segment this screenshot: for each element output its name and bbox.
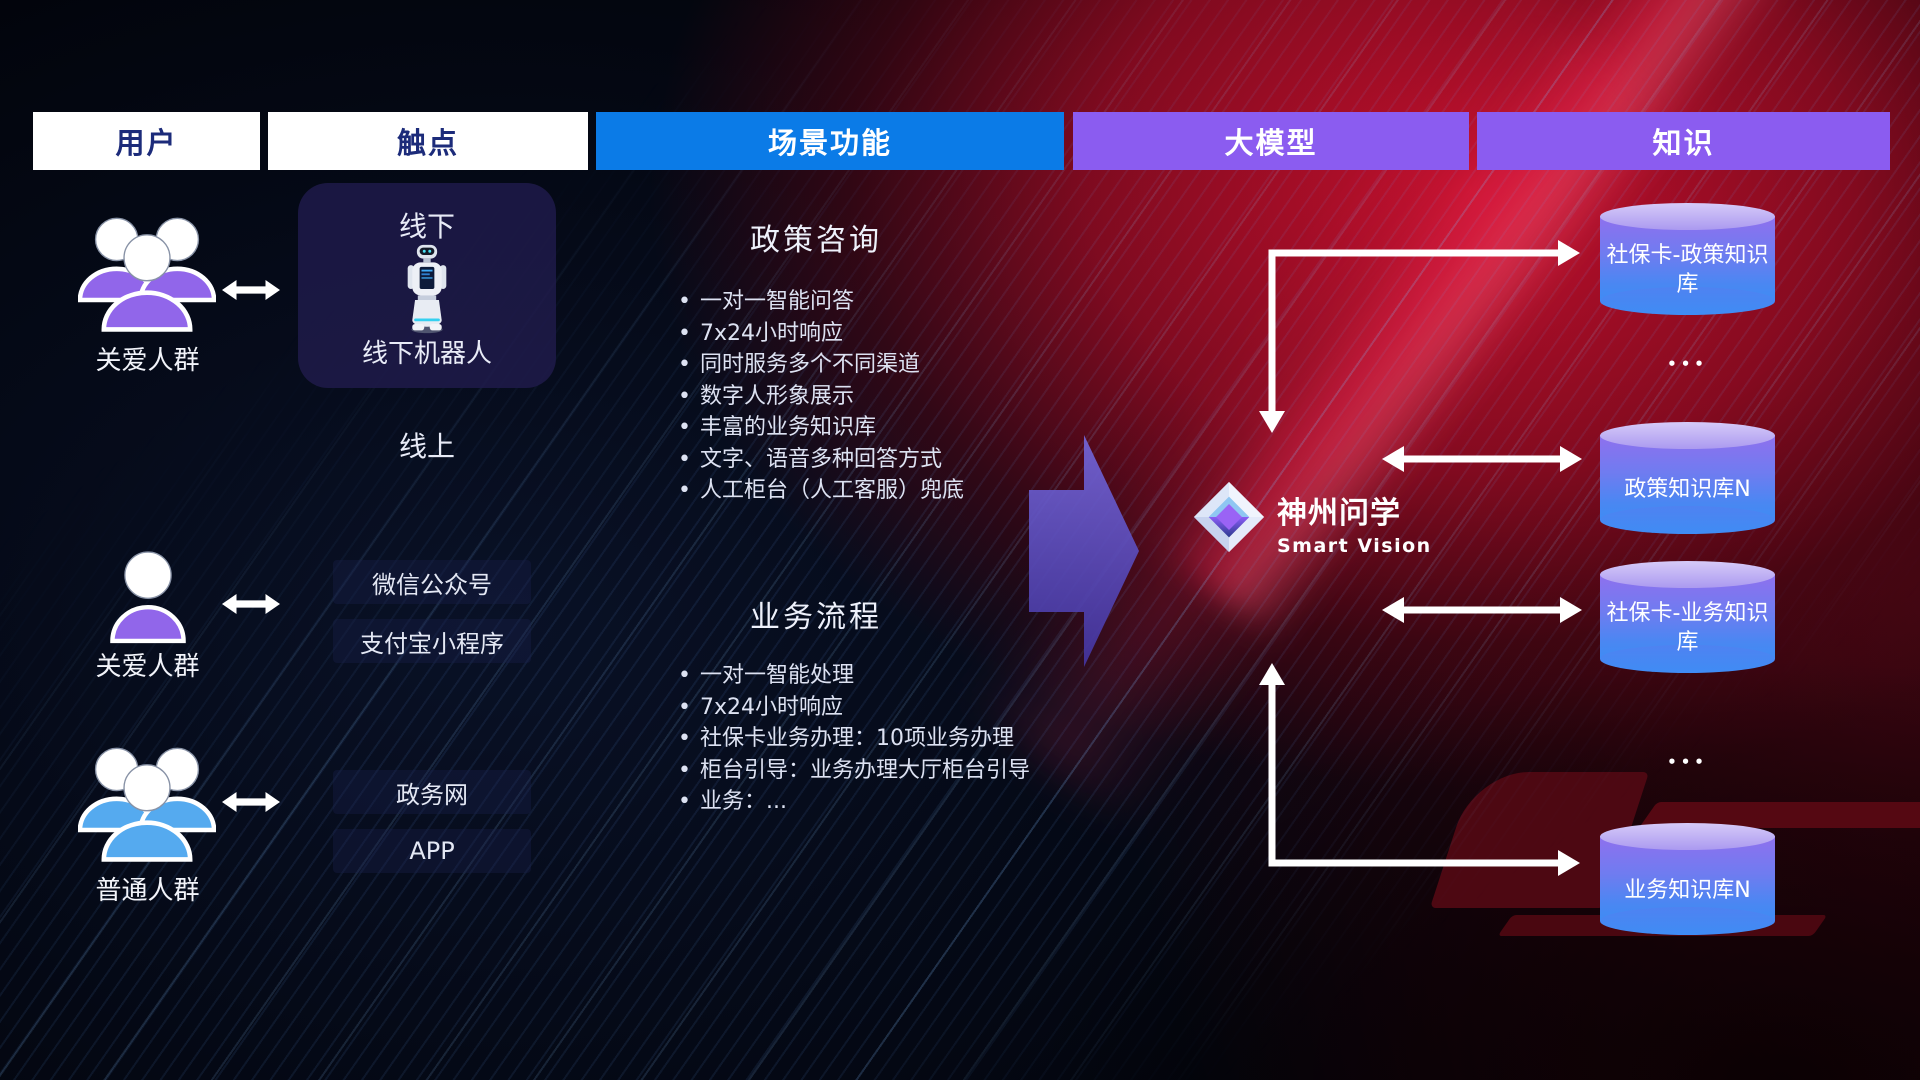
bullet-item: 一对一智能处理 [676,660,1030,692]
cylinder-bottom [1600,645,1775,673]
logo-text-block: 神州问学 Smart Vision [1277,488,1432,557]
big-flow-arrow [1029,435,1139,667]
kb-cylinder-3: 社保卡-业务知识库 [1600,561,1775,673]
kb-cylinder-3-label: 社保卡-业务知识库 [1606,601,1769,655]
bullet-item: 人工柜台（人工客服）兜底 [676,475,964,507]
cylinder-top [1600,422,1775,449]
cylinder-bottom [1600,287,1775,315]
cylinder-body [1600,435,1775,520]
header-knowledge-label: 知识 [1652,126,1715,160]
scene-business-title: 业务流程 [750,600,882,635]
header-scenes: 场景功能 [596,112,1064,170]
bullet-item: 丰富的业务知识库 [676,412,964,444]
user-group-2-label: 关爱人群 [95,652,200,682]
cylinder-body [1600,216,1775,301]
kb-cylinder-4: 业务知识库N [1600,823,1775,935]
kb-cylinder-1: 社保卡-政策知识库 [1600,203,1775,315]
offline-title: 线下 [398,210,455,243]
header-touchpoints-label: 触点 [396,126,459,160]
user-group-icon-purple [78,217,216,332]
kb-cylinder-1-label: 社保卡-政策知识库 [1606,243,1769,297]
cylinder-bottom [1600,506,1775,534]
smart-vision-logo-icon [1193,481,1265,553]
robot-icon [407,244,447,334]
header-scenes-label: 场景功能 [767,126,892,160]
channel-gov: 政务网 [333,770,531,814]
ellipsis-dots: ••• [1667,753,1708,771]
online-title: 线上 [398,430,455,463]
channel-wechat: 微信公众号 [333,560,531,604]
kb-cylinder-2: 政策知识库N [1600,422,1775,534]
scene-policy-title: 政策咨询 [750,223,882,258]
bullet-item: 文字、语音多种回答方式 [676,444,964,476]
channel-gov-label: 政务网 [396,780,468,809]
channel-app: APP [333,829,531,873]
double-arrow-icon [222,594,280,614]
channel-wechat-label: 微信公众号 [372,570,492,599]
logo-name: 神州问学 [1277,496,1401,531]
channel-alipay: 支付宝小程序 [333,619,531,663]
user-group-1-label: 关爱人群 [95,346,200,376]
bullet-item: 同时服务多个不同渠道 [676,349,964,381]
bullet-item: 7x24小时响应 [676,318,964,350]
header-touchpoints: 触点 [268,112,588,170]
scene-policy-bullets: 一对一智能问答 7x24小时响应 同时服务多个不同渠道 数字人形象展示 丰富的业… [676,286,964,507]
header-users: 用户 [33,112,260,170]
double-arrow-icon [222,280,280,300]
ellipsis-dots: ••• [1667,355,1708,373]
header-knowledge: 知识 [1477,112,1890,170]
offline-robot-label: 线下机器人 [361,339,492,369]
header-llm: 大模型 [1073,112,1469,170]
cylinder-top [1600,561,1775,588]
cylinder-bottom [1600,907,1775,935]
kb-cylinder-2-label: 政策知识库N [1624,476,1751,502]
knowledge-connector-arrows [1259,240,1582,876]
bullet-item: 社保卡业务办理：10项业务办理 [676,723,1030,755]
user-group-icon-blue [78,747,216,862]
kb-cylinder-4-label: 业务知识库N [1624,877,1751,903]
scene-business-bullets: 一对一智能处理 7x24小时响应 社保卡业务办理：10项业务办理 柜台引导：业务… [676,660,1030,818]
bullet-item: 柜台引导：业务办理大厅柜台引导 [676,755,1030,787]
logo-subtitle: Smart Vision [1277,535,1432,557]
header-llm-label: 大模型 [1224,126,1318,160]
header-users-label: 用户 [115,126,178,160]
bullet-item: 7x24小时响应 [676,692,1030,724]
user-single-icon-purple [110,551,186,644]
cylinder-body [1600,574,1775,659]
channel-alipay-label: 支付宝小程序 [360,629,504,658]
user-group-3-label: 普通人群 [95,876,200,906]
channel-app-label: APP [409,837,455,865]
bullet-item: 业务：... [676,786,1030,818]
bullet-item: 一对一智能问答 [676,286,964,318]
bullet-item: 数字人形象展示 [676,381,964,413]
cylinder-top [1600,823,1775,850]
cylinder-top [1600,203,1775,230]
double-arrow-icon [222,792,280,812]
cylinder-body [1600,836,1775,921]
